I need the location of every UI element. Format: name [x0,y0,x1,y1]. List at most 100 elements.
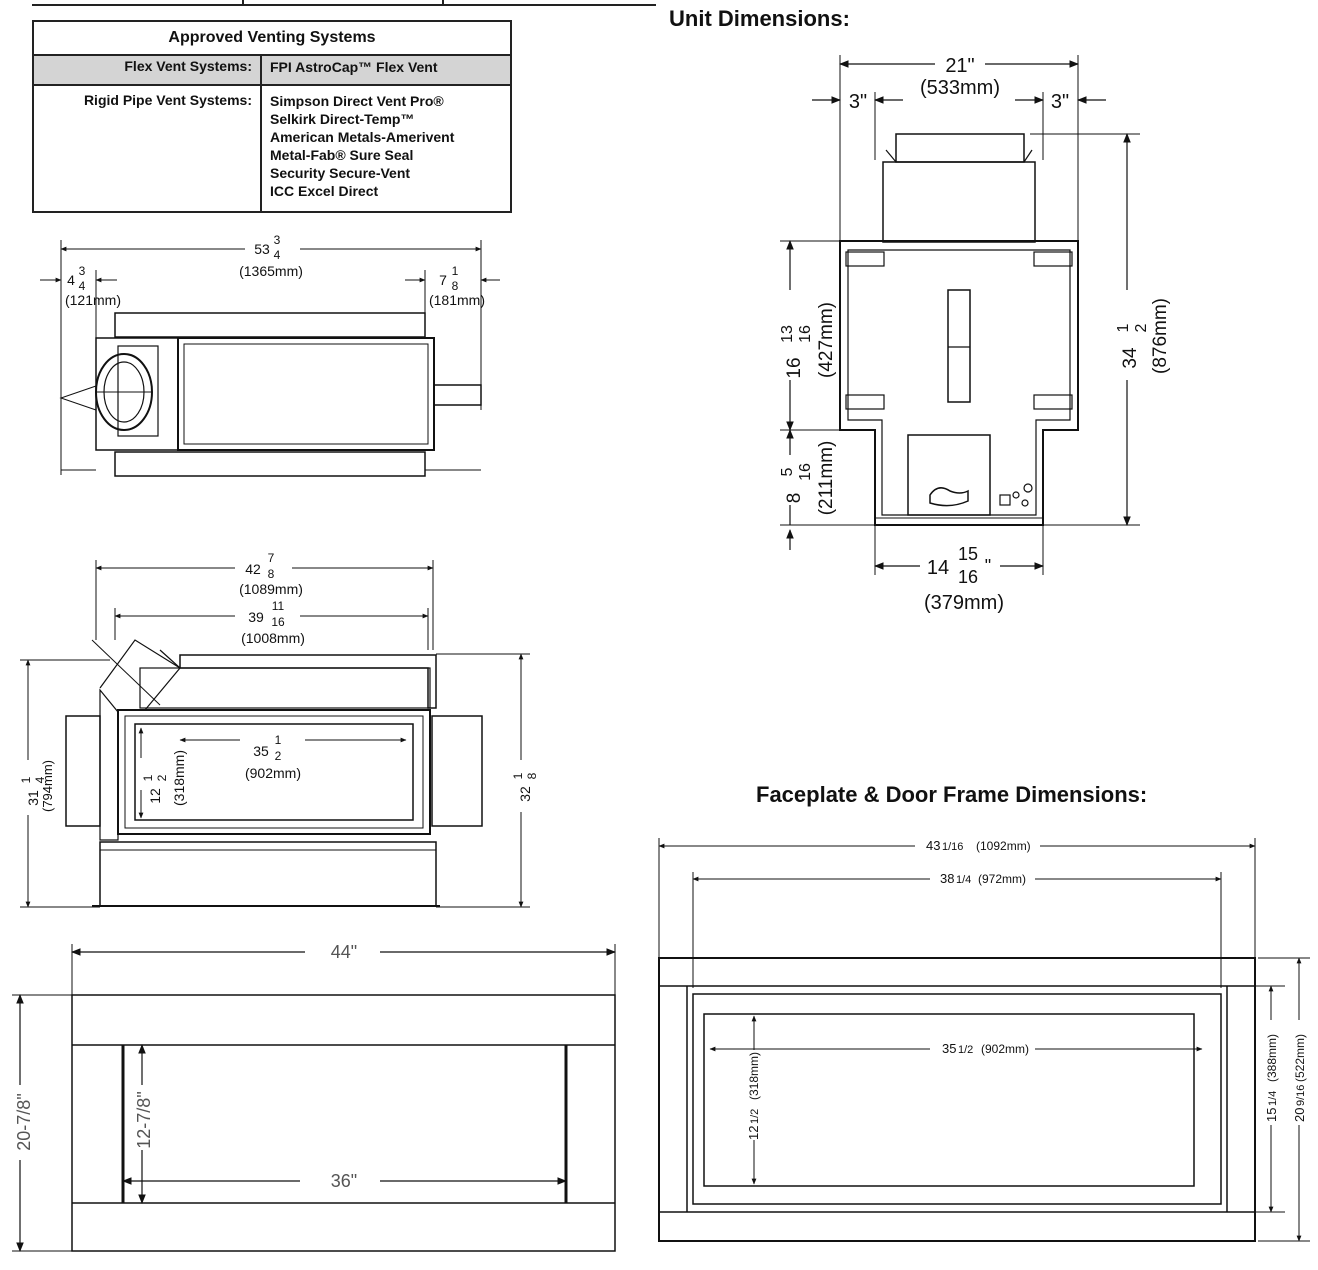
dim-label: 16 [797,325,814,343]
approved-venting-table: Approved Venting Systems Flex Vent Syste… [32,20,512,213]
dim-label: 8 [452,279,459,293]
vent-system-name: American Metals-Amerivent [270,129,455,145]
faceplate-drawing [658,838,1310,1242]
dim-label: " [985,556,991,576]
table-row: Rigid Pipe Vent Systems: Simpson Direct … [32,84,512,213]
dim-label: 12 [746,1126,761,1140]
unit-dimensions-title: Unit Dimensions: [669,6,850,31]
dim-label: 13 [779,325,796,343]
dim-label: 32 [517,786,533,802]
row-value: FPI AstroCap™ Flex Vent [260,54,512,86]
dim-label: (794mm) [40,760,55,812]
row-label: Rigid Pipe Vent Systems: [32,84,262,213]
dim-label: 42 [245,561,261,577]
row-values: Simpson Direct Vent Pro® Selkirk Direct-… [260,84,512,213]
top-view-drawing [40,240,500,477]
dim-label: 1 [19,776,33,783]
top-view-labels: 53 3 4 (1365mm) 4 3 4 (121mm) 7 1 8 (181… [65,233,485,308]
dim-label: 53 [254,241,270,257]
dim-label: (318mm) [171,750,187,806]
dim-label: (902mm) [245,765,301,781]
dim-label: 7 [268,551,275,565]
front-view-labels: 42 7 8 (1089mm) 39 11 16 (1008mm) 35 1 2… [19,551,539,812]
dim-label: (318mm) [747,1052,761,1100]
dim-label: 8 [784,493,805,504]
vent-system-name: ICC Excel Direct [270,183,379,199]
dim-label: 16 [271,615,285,629]
vent-system-name: Metal-Fab® Sure Seal [270,147,414,163]
dim-label: 16 [784,357,805,378]
dim-label: 4 [79,279,86,293]
dim-label: (1089mm) [239,581,303,597]
dim-label: 9/16 [1295,1085,1307,1106]
vent-system-name: Selkirk Direct-Temp™ [270,111,415,127]
dim-label: 7 [439,272,447,288]
dim-label: 4 [274,248,281,262]
dim-label: 2 [1133,323,1150,332]
dim-label: (379mm) [924,592,1004,614]
dim-label: 3" [849,91,867,113]
dim-label: (1008mm) [241,630,305,646]
dim-label: 39 [248,609,264,625]
dim-label: (972mm) [978,872,1026,886]
dim-label: 8 [268,567,275,581]
dim-label: (388mm) [1265,1034,1279,1082]
dim-label: 8 [525,772,539,779]
dim-label: 12-7/8" [134,1091,154,1148]
table-fragment-top [32,0,656,6]
dim-label: 4 [33,776,47,783]
dim-label: (522mm) [1293,1034,1307,1082]
dim-label: (533mm) [920,77,1000,99]
dim-label: 12 [147,788,163,804]
dim-label: 35 [253,743,269,759]
dim-label: (876mm) [1150,298,1171,374]
dim-label: 14 [927,557,949,579]
vent-system-name: Simpson Direct Vent Pro® [270,93,444,109]
dim-label: 1/4 [1267,1091,1279,1106]
dim-label: 21" [945,55,974,77]
dim-label: 1 [275,733,282,747]
dim-label: 36" [331,1171,357,1191]
dim-label: (427mm) [816,302,837,378]
dim-label: 44" [331,942,357,962]
dim-label: 2 [275,749,282,763]
dim-label: (181mm) [429,292,485,308]
dim-label: 1 [141,774,155,781]
dim-label: (902mm) [981,1042,1029,1056]
surround-labels: 44" 20-7/8" 12-7/8" 36" [14,942,357,1191]
dim-label: 1 [1115,323,1132,332]
faceplate-title: Faceplate & Door Frame Dimensions: [756,782,1148,807]
dim-label: 15 [1264,1108,1279,1122]
dim-label: 16 [958,567,978,587]
dim-label: 1/2 [749,1109,761,1124]
dim-label: 38 [940,871,954,886]
dim-label: 3 [79,264,86,278]
dim-label: 1/4 [956,874,971,886]
dim-label: 3 [274,233,281,247]
dim-label: 16 [797,463,814,481]
dim-label: 1 [452,264,459,278]
dim-label: 2 [155,774,169,781]
dim-label: 20-7/8" [14,1093,34,1150]
dim-label: 4 [67,272,75,288]
venting-table-header: Approved Venting Systems [32,20,512,56]
dim-label: 5 [779,467,796,476]
dim-label: (1092mm) [976,839,1031,853]
dim-label: 11 [272,599,285,613]
dim-label: 3" [1051,91,1069,113]
dim-label: 43 [926,838,940,853]
dim-label: (121mm) [65,292,121,308]
dim-label: 31 [25,790,41,806]
unit-dimension-labels: 21" (533mm) 3" 3" 16 13 16 (427mm) 8 5 1… [779,55,1171,614]
dim-label: 35 [942,1041,956,1056]
table-row: Flex Vent Systems: FPI AstroCap™ Flex Ve… [32,54,512,86]
dim-label: 15 [958,544,978,564]
dim-label: (211mm) [816,441,837,516]
dim-label: 34 [1120,347,1141,369]
faceplate-labels: 43 1/16 (1092mm) 38 1/4 (972mm) 35 1/2 (… [746,838,1307,1140]
front-view-drawing [20,560,530,908]
dim-label: 1/16 [942,841,963,853]
dim-label: 20 [1292,1108,1307,1122]
surround-drawing [12,944,616,1252]
